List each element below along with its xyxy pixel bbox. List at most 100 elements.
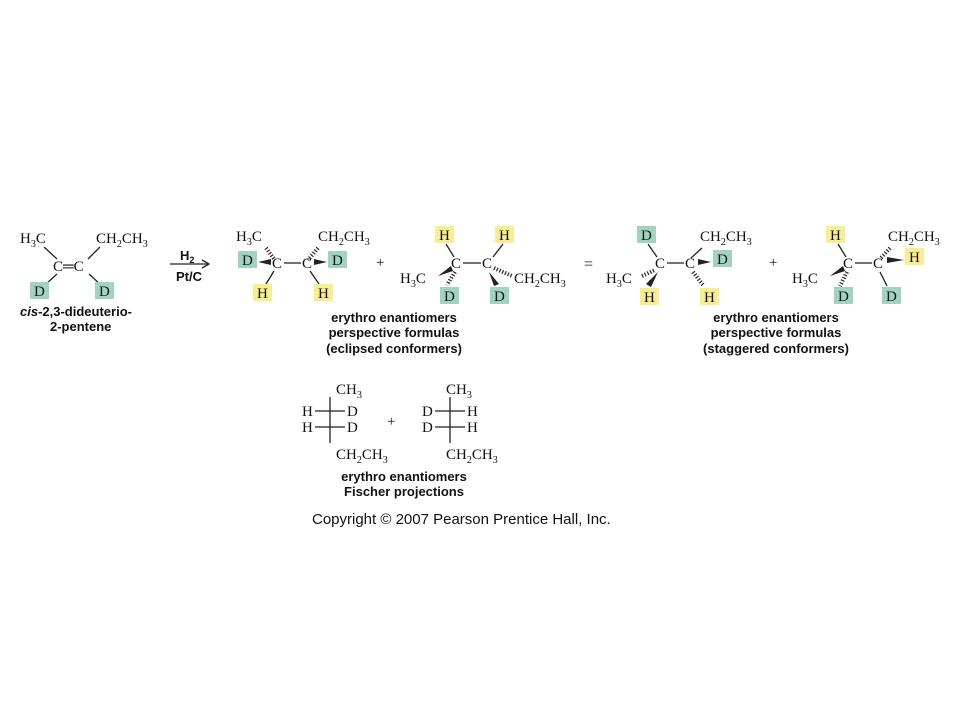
deuterium-atom: D (494, 289, 505, 305)
fischer-projection-2: CH3 D H D H CH2CH3 (422, 382, 498, 466)
product-staggered-2: H CH2CH3 H3C C C H D D (792, 226, 940, 305)
caption-eclipsed: (eclipsed conformers) (326, 341, 462, 356)
reactant-name-line2: 2-pentene (50, 319, 111, 334)
reaction-arrow: H2 Pt/C (170, 248, 211, 284)
methyl-group: H3C (236, 229, 262, 248)
deuterium-atom: D (641, 228, 652, 244)
deuterium-atom: D (717, 252, 728, 268)
hashed-bond (838, 271, 849, 287)
reactant-methyl: H3C (20, 231, 46, 250)
hashed-bond (641, 268, 656, 278)
cc-bond (690, 247, 703, 259)
hydrogen-atom: H (704, 290, 715, 306)
reactant-bond (87, 246, 101, 260)
caption-erythro-eclipsed: erythro enantiomers (331, 310, 457, 325)
deuterium-atom: D (444, 289, 455, 305)
copyright-notice: Copyright © 2007 Pearson Prentice Hall, … (312, 511, 611, 528)
deuterium-atom: D (838, 289, 849, 305)
caption-staggered: (staggered conformers) (703, 341, 849, 356)
reactant-double-bond: C═C (53, 259, 84, 275)
deuterium-highlight (95, 282, 114, 299)
wedge-bond (314, 259, 327, 265)
hashed-bond (493, 266, 513, 278)
hydrogen-atom: H (257, 286, 268, 302)
carbon-atom: C (451, 256, 461, 272)
hydrogen-atom: H (439, 228, 450, 244)
hydrogen-atom: H (909, 250, 920, 266)
arrowhead (201, 259, 211, 269)
hydrogen-atom: H (467, 404, 478, 420)
carbon-atom: C (873, 256, 883, 272)
reagent-catalyst: Pt/C (176, 269, 203, 284)
caption-fischer: Fischer projections (344, 484, 464, 499)
deuterium-highlight (834, 287, 853, 304)
hydrogen-highlight (314, 284, 333, 301)
reactant-bond (43, 246, 58, 260)
hydrogen-highlight (640, 288, 659, 305)
deuterium-atom: D (99, 284, 110, 300)
deuterium-highlight (490, 287, 509, 304)
caption-perspective-staggered: perspective formulas (711, 325, 842, 340)
carbon-atom: C (482, 256, 492, 272)
deuterium-highlight (882, 287, 901, 304)
deuterium-atom: D (422, 420, 433, 436)
deuterium-atom: D (34, 284, 45, 300)
methyl-group: CH3 (446, 382, 472, 401)
hydrogen-atom: H (499, 228, 510, 244)
carbon-atom: C (685, 256, 695, 272)
reactant-molecule: H3C CH2CH3 C═C D D cis-2,3-dideuterio- 2… (20, 231, 148, 334)
hydrogen-highlight (435, 226, 454, 243)
fischer-projection-1: CH3 H D H D CH2CH3 (302, 382, 388, 466)
ch-bond (837, 243, 847, 258)
hydrogen-highlight (253, 284, 272, 301)
deuterium-highlight (440, 287, 459, 304)
reactant-name: cis-2,3-dideuterio- (20, 304, 132, 319)
ethyl-group: CH2CH3 (336, 447, 388, 466)
methyl-group: H3C (400, 271, 426, 290)
hashed-bond (306, 246, 320, 262)
cd-bond (879, 271, 888, 287)
ch-bond (309, 270, 320, 285)
hashed-bond (445, 270, 457, 287)
caption-perspective-eclipsed: perspective formulas (329, 325, 460, 340)
carbon-atom: C (302, 256, 312, 272)
hydrogen-atom: H (830, 228, 841, 244)
ethyl-group: CH2CH3 (318, 229, 370, 248)
ch-bond (265, 270, 275, 285)
wedge-bond (830, 266, 845, 276)
caption-erythro-staggered: erythro enantiomers (713, 310, 839, 325)
ch-bond (445, 243, 455, 258)
ethyl-group: CH2CH3 (514, 271, 566, 290)
methyl-group: CH3 (336, 382, 362, 401)
wedge-bond (698, 259, 711, 265)
hydrogen-highlight (700, 288, 719, 305)
equals-sign: = (584, 256, 593, 273)
hydrogen-atom: H (318, 286, 329, 302)
deuterium-highlight (328, 251, 347, 268)
product-eclipsed-1: H3C CH2CH3 D C C D H H (236, 229, 370, 302)
hashed-bond (878, 246, 892, 261)
wedge-bond (489, 272, 499, 286)
carbon-atom: C (655, 256, 665, 272)
deuterium-atom: D (347, 420, 358, 436)
deuterium-atom: D (332, 253, 343, 269)
hydrogen-atom: H (302, 420, 313, 436)
hydrogen-highlight (905, 248, 924, 265)
methyl-group: H3C (792, 271, 818, 290)
caption-erythro-fischer: erythro enantiomers (341, 469, 467, 484)
ethyl-group: CH2CH3 (888, 229, 940, 248)
deuterium-highlight (637, 226, 656, 243)
deuterium-atom: D (886, 289, 897, 305)
reagent-hydrogen: H2 (180, 248, 194, 265)
wedge-bond (258, 259, 271, 265)
deuterium-highlight (713, 250, 732, 267)
ethyl-group: CH2CH3 (446, 447, 498, 466)
plus-sign: + (376, 255, 384, 271)
ch-bond (492, 243, 504, 258)
ethyl-group: CH2CH3 (700, 229, 752, 248)
hashed-bond (264, 246, 277, 262)
methyl-group: H3C (606, 271, 632, 290)
deuterium-atom: D (242, 253, 253, 269)
